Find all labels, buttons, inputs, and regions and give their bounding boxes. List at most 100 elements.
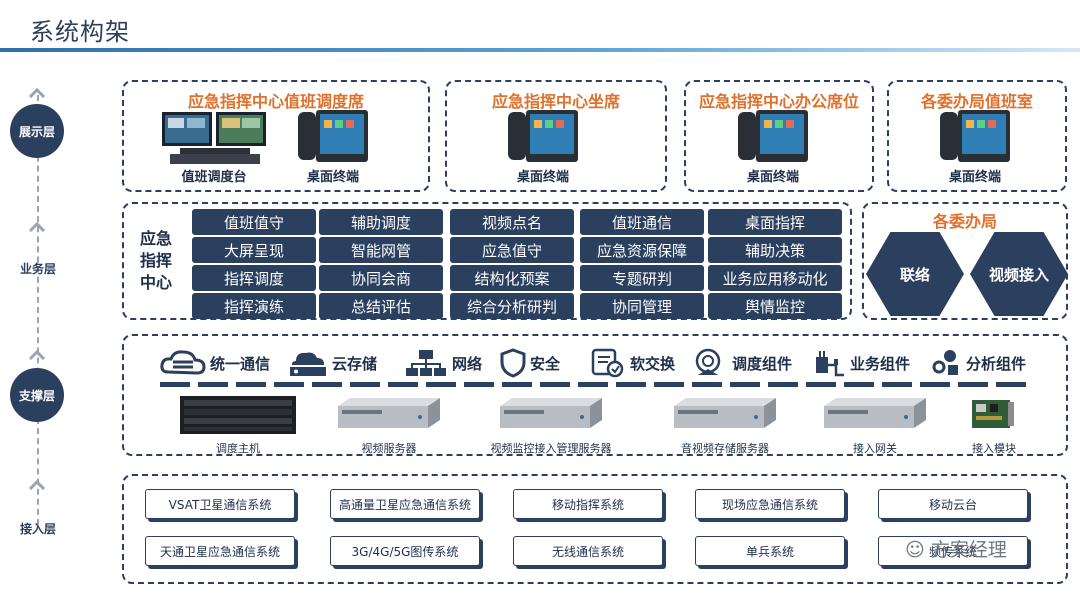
seat-box-duty-dispatch — [122, 80, 430, 192]
service-cell: 辅助调度 — [319, 209, 443, 235]
device-label: 桌面终端 — [306, 170, 359, 185]
service-cell: 应急资源保障 — [580, 237, 704, 263]
center-label-line: 应急 — [139, 229, 172, 248]
service-cell: 结构化预案 — [450, 265, 574, 291]
plug-icon — [816, 351, 844, 377]
hardware-label: 视频监控接入管理服务器 — [490, 442, 612, 455]
service-cell: 视频点名 — [450, 209, 574, 235]
layer-label-business: 业务层 — [19, 262, 56, 276]
layer-node-support: 支撑层 — [10, 368, 64, 422]
service-cell: 值班通信 — [580, 209, 704, 235]
component-label: 调度组件 — [732, 354, 793, 373]
command-center-label: 应急 指挥 中心 — [133, 228, 179, 294]
service-cell: 协同管理 — [580, 293, 704, 319]
service-cell: 智能网管 — [319, 237, 443, 263]
gateway-icon — [824, 398, 926, 428]
storage-icon — [290, 352, 326, 376]
chevron-up-icon — [29, 222, 45, 232]
component-label: 网络 — [452, 354, 483, 373]
chevron-up-icon — [29, 88, 45, 98]
support-unified-comm: 统一通信 — [160, 346, 270, 380]
dispatch-console-icon — [162, 112, 266, 164]
support-business-component: 业务组件 — [812, 346, 910, 380]
seat-title: 应急指挥中心值班调度席 — [187, 92, 364, 111]
seat-title: 各委办局值班室 — [920, 92, 1033, 111]
component-label: 安全 — [530, 354, 561, 373]
switch-icon — [591, 348, 624, 378]
component-label: 软交换 — [630, 354, 676, 373]
service-cell: 大屏呈现 — [192, 237, 316, 263]
service-cell: 舆情监控 — [708, 293, 842, 319]
support-security: 安全 — [500, 346, 560, 380]
support-divider — [160, 382, 1032, 387]
seat-box-bureau-duty — [887, 80, 1067, 192]
service-cell: 指挥调度 — [192, 265, 316, 291]
service-cell: 指挥演练 — [192, 293, 316, 319]
access-system-box: 移动指挥系统 — [513, 489, 663, 519]
access-system-box: 频传系统 — [878, 536, 1028, 566]
center-label-line: 指挥 — [139, 251, 172, 270]
chevron-up-icon — [29, 350, 45, 360]
device-label: 桌面终端 — [948, 170, 1001, 185]
center-label-line: 中心 — [139, 273, 172, 292]
component-label: 业务组件 — [850, 354, 911, 373]
desk-terminal-icon — [508, 110, 578, 162]
component-label: 统一通信 — [210, 354, 271, 373]
layer-rail — [37, 95, 39, 525]
chevron-up-icon — [29, 480, 45, 490]
hardware-label: 接入模块 — [972, 442, 1016, 455]
desk-terminal-icon — [940, 110, 1010, 162]
bureau-title: 各委办局 — [932, 212, 997, 231]
support-dispatch-component: 调度组件 — [692, 346, 792, 380]
shield-icon — [500, 348, 526, 378]
access-system-box: 单兵系统 — [695, 536, 845, 566]
server-icon — [500, 398, 602, 428]
access-system-box: 移动云台 — [878, 489, 1028, 519]
hardware-label: 视频服务器 — [361, 442, 417, 455]
access-system-box: 无线通信系统 — [513, 536, 663, 566]
service-cell: 协同会商 — [319, 265, 443, 291]
title-rule — [0, 48, 1080, 52]
desk-terminal-icon — [298, 110, 368, 162]
satellite-dish-icon — [695, 348, 721, 375]
support-analytics-component: 分析组件 — [930, 346, 1026, 380]
page-title: 系统构架 — [30, 18, 130, 46]
seat-title: 应急指挥中心办公席位 — [698, 92, 859, 111]
seat-box-office — [684, 80, 874, 192]
component-label: 云存储 — [332, 354, 378, 373]
access-system-box: 天通卫星应急通信系统 — [145, 536, 295, 566]
seat-title: 应急指挥中心坐席 — [491, 92, 620, 111]
server-icon — [674, 398, 776, 428]
business-center-box — [122, 202, 852, 320]
layer-label-access: 接入层 — [19, 522, 56, 536]
access-box — [122, 474, 1068, 584]
hardware-label: 调度主机 — [216, 442, 260, 455]
network-icon — [406, 350, 446, 376]
service-cell: 应急值守 — [450, 237, 574, 263]
cloud-lines-icon — [160, 350, 206, 375]
access-system-box: 现场应急通信系统 — [695, 489, 845, 519]
device-label: 桌面终端 — [516, 170, 569, 185]
service-cell: 辅助决策 — [708, 237, 842, 263]
component-label: 分析组件 — [966, 354, 1027, 373]
server-icon — [338, 398, 440, 428]
bureau-box — [862, 202, 1068, 320]
service-cell: 值班值守 — [192, 209, 316, 235]
service-cell: 总结评估 — [319, 293, 443, 319]
watermark-text: 方案经理 — [930, 539, 1007, 561]
service-cell: 业务应用移动化 — [708, 265, 842, 291]
support-softswitch: 软交换 — [590, 346, 675, 380]
analytics-icon — [932, 350, 958, 375]
access-module-icon — [972, 400, 1014, 428]
hardware-label: 接入网关 — [853, 442, 897, 455]
service-cell: 桌面指挥 — [708, 209, 842, 235]
watermark: ☺ 方案经理 — [905, 539, 1007, 561]
service-cell: 综合分析研判 — [450, 293, 574, 319]
dispatch-host-icon — [180, 396, 296, 434]
desk-terminal-icon — [738, 110, 808, 162]
access-system-box: 高通量卫星应急通信系统 — [330, 489, 480, 519]
hardware-label: 音视频存储服务器 — [681, 442, 769, 455]
support-box — [122, 334, 1068, 456]
layer-node-display: 展示层 — [10, 104, 64, 158]
service-cell: 专题研判 — [580, 265, 704, 291]
